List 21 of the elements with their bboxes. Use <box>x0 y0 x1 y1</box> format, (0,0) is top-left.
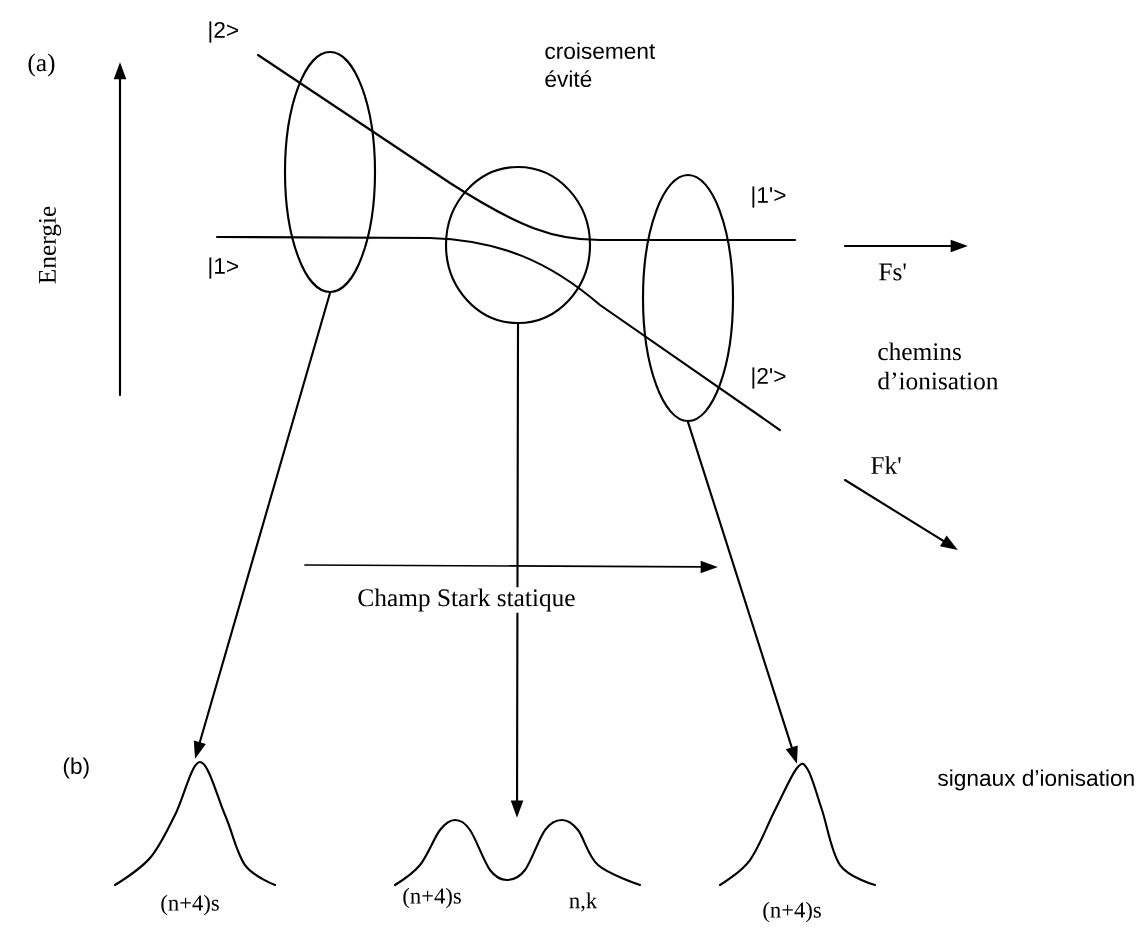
ellipse <box>641 173 735 423</box>
peak-label: n,k <box>569 892 598 912</box>
label: chemins d’ionisation <box>878 342 999 390</box>
label: |2> <box>209 21 239 43</box>
label: (a) <box>28 53 55 77</box>
signal-peak <box>113 760 277 887</box>
axis-label: Energie <box>38 206 62 284</box>
label: Fk' <box>871 456 901 474</box>
peak-label: (n+4)s <box>763 901 821 923</box>
label: Fs' <box>879 263 906 281</box>
signal-peak <box>393 818 642 887</box>
label: |1> <box>209 257 239 279</box>
label: signaux d’ionisation <box>938 769 1134 791</box>
circle <box>444 165 592 325</box>
ellipse <box>283 50 377 294</box>
label: (b) <box>63 757 89 779</box>
label: croisement évité <box>545 42 656 88</box>
signal-peak <box>718 762 877 887</box>
label: Champ Stark statique <box>356 587 577 613</box>
peak-label: (n+4)s <box>403 887 461 909</box>
peak-label: (n+4)s <box>161 894 219 916</box>
